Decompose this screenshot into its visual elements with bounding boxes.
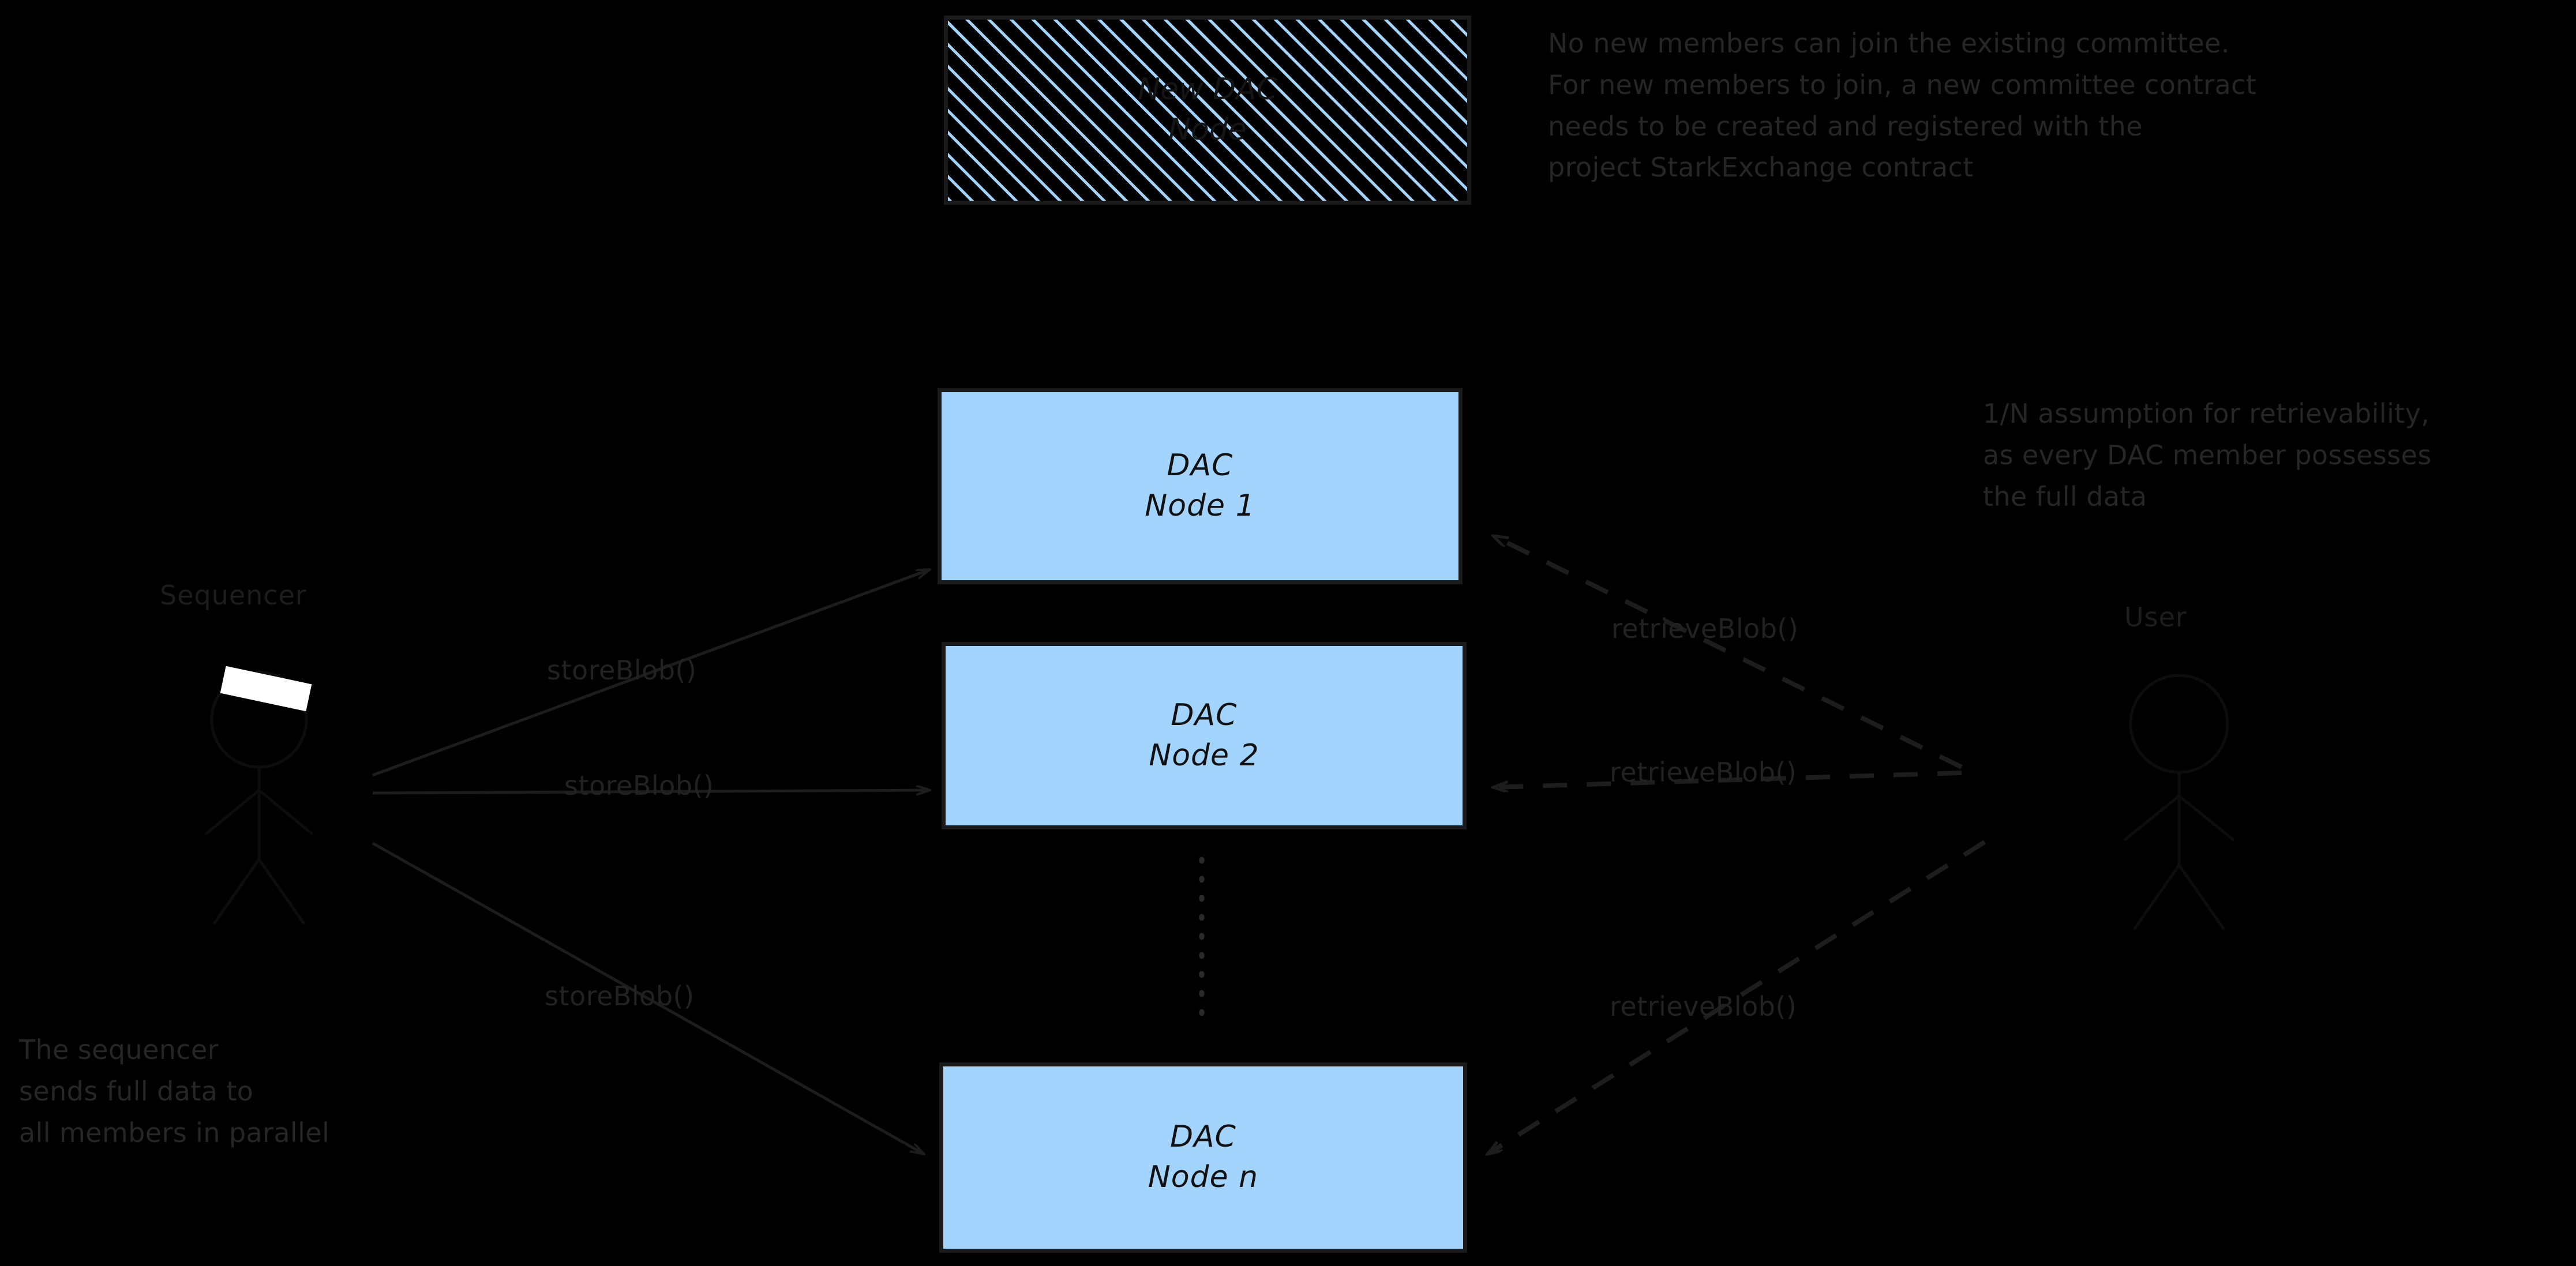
actor-label-user: User [2124,602,2187,633]
note-committee: No new members can join the existing com… [1548,28,2257,183]
edge-label-store-1: storeBlob() [547,655,697,686]
edge-label-store-n: storeBlob() [545,981,695,1012]
edge-retrieve-1 [1494,536,1963,769]
sequencer-person-icon [205,671,313,925]
note-retrievability: 1/N assumption for retrievability, as ev… [1983,398,2432,512]
edge-label-retrieve-1: retrieveBlob() [1611,613,1799,644]
sequencer-band-icon [220,666,312,712]
dac-node-n-box[interactable]: DAC Node n [939,1062,1467,1253]
dac-node-n-line1: DAC [1170,1120,1236,1155]
new-dac-node-box[interactable]: New DAC Node [944,16,1471,205]
new-dac-node-line2: Node [1168,112,1247,147]
dac-node-2-line2: Node 2 [1149,738,1259,773]
dac-node-n-line2: Node n [1148,1160,1259,1194]
dac-node-2-line1: DAC [1171,697,1238,732]
edge-label-store-2: storeBlob() [564,770,714,801]
new-dac-node-line1: New DAC [1138,72,1277,107]
dac-node-2-box[interactable]: DAC Node 2 [942,642,1467,829]
dac-node-1-line1: DAC [1167,448,1233,483]
user-person-icon [2124,674,2234,930]
edge-label-retrieve-2: retrieveBlob() [1610,757,1797,788]
dac-node-1-line2: Node 1 [1145,489,1255,523]
edge-label-retrieve-n: retrieveBlob() [1610,991,1797,1022]
actor-label-sequencer: Sequencer [160,580,307,611]
dac-node-1-box[interactable]: DAC Node 1 [938,388,1463,584]
note-sequencer: The sequencer sends full data to all mem… [19,1034,330,1148]
